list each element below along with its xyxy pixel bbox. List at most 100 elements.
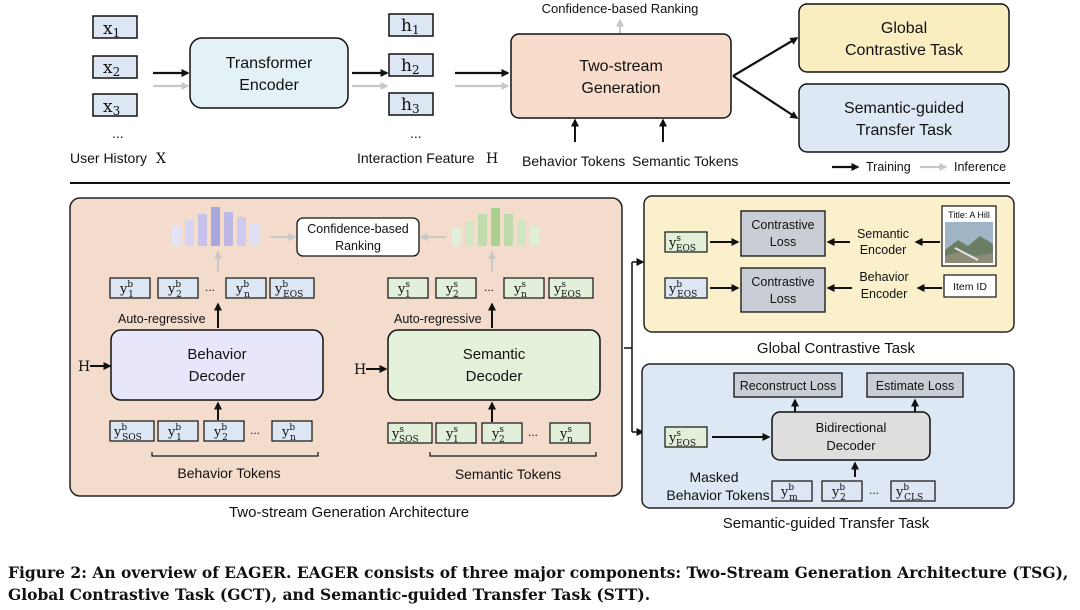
transformer-encoder-line2: Encoder: [239, 77, 299, 94]
semantic-decoder-box: [387, 329, 601, 401]
svg-text:ys2: ys2: [445, 280, 459, 300]
ranking-line1: Confidence-based: [307, 222, 409, 236]
eager-diagram: x1 x2 x3 ... User History X Transformer …: [69, 1, 1015, 532]
svg-text:yb2: yb2: [831, 483, 846, 503]
stt-title: Semantic-guided Transfer Task: [723, 515, 930, 532]
contrastive-loss-box-1: [740, 210, 826, 257]
svg-text:ysn: ysn: [513, 280, 527, 300]
svg-text:ybm: ybm: [780, 483, 798, 503]
token-h3: [388, 92, 434, 116]
global-task-line1: Global: [881, 20, 927, 37]
caption-line1: Figure 2: An overview of EAGER. EAGER co…: [8, 563, 1069, 582]
behavior-h-label: H: [78, 359, 90, 375]
behavior-decoder-box: [110, 329, 324, 401]
confidence-ranking-box: [296, 217, 420, 257]
masked-line2: Behavior Tokens: [666, 487, 769, 503]
interaction-feature-label: Interaction Feature: [357, 150, 475, 166]
figure-caption: Figure 2: An overview of EAGER. EAGER co…: [8, 562, 1078, 606]
svg-text:h1: h1: [401, 16, 420, 37]
user-history-label: User History: [70, 150, 147, 166]
semantic-h-label: H: [354, 362, 366, 378]
contrastive-loss-1-line2: Loss: [770, 235, 796, 249]
svg-text:h3: h3: [401, 95, 420, 116]
item-id-box: [943, 274, 997, 298]
token-x2: [92, 55, 138, 79]
two-stream-generation-box: [510, 33, 732, 119]
interaction-ellipsis: ...: [410, 125, 422, 141]
svg-text:h2: h2: [401, 56, 420, 77]
caption-line2: Global Contrastive Task (GCT), and Seman…: [8, 585, 651, 604]
user-history-group: x1 x2 x3 ... User History X: [70, 15, 166, 167]
behavior-encoder-line1: Behavior: [859, 270, 908, 284]
token-x3: [92, 93, 138, 117]
svg-text:yb1: yb1: [119, 280, 134, 300]
svg-text:...: ...: [250, 423, 260, 437]
confidence-ranking-label-top: Confidence-based Ranking: [542, 1, 699, 16]
svg-text:ybn: ybn: [281, 423, 296, 443]
token-x1: [92, 15, 138, 39]
svg-text:...: ...: [869, 483, 879, 497]
gct-eos-token-2: [664, 277, 708, 299]
behavior-tokens-label-top: Behavior Tokens: [522, 153, 625, 169]
gct-title: Global Contrastive Task: [757, 340, 916, 357]
global-task-line2: Contrastive Task: [845, 42, 964, 59]
semantic-task-line1: Semantic-guided: [844, 100, 964, 117]
semantic-autoregressive-label: Auto-regressive: [394, 312, 482, 326]
contrastive-loss-box-2: [740, 267, 826, 313]
estimate-loss-label: Estimate Loss: [876, 379, 955, 393]
behavior-tokens-bracket: [151, 452, 319, 457]
transformer-encoder-box: [189, 37, 349, 109]
semantic-decoder-line1: Semantic: [463, 346, 526, 363]
semantic-transfer-task-box: [798, 83, 1010, 153]
user-history-symbol: X: [156, 151, 166, 167]
semantic-decoder-line2: Decoder: [466, 368, 523, 385]
svg-text:ys2: ys2: [491, 425, 505, 445]
item-id-label: Item ID: [953, 281, 987, 293]
two-stream-line2: Generation: [581, 80, 660, 97]
bidirectional-decoder-line1: Bidirectional: [816, 420, 887, 435]
semantic-confidence-bars: [452, 208, 539, 246]
bidirectional-decoder-box: [771, 411, 931, 461]
ranking-line2: Ranking: [335, 239, 381, 253]
contrastive-loss-2-line1: Contrastive: [751, 275, 814, 289]
token-h2: [388, 53, 434, 77]
svg-text:x3: x3: [103, 97, 120, 118]
hill-photo: [945, 222, 993, 263]
svg-text:yb2: yb2: [167, 280, 182, 300]
behavior-decoder-line1: Behavior: [187, 346, 246, 363]
legend-inference-label: Inference: [954, 160, 1006, 174]
svg-text:ys1: ys1: [397, 280, 411, 300]
legend-training-label: Training: [866, 160, 911, 174]
behavior-decoder-line2: Decoder: [189, 368, 246, 385]
semantic-encoder-line1: Semantic: [857, 227, 909, 241]
tsg-title: Two-stream Generation Architecture: [229, 504, 469, 521]
behavior-confidence-bars: [172, 207, 259, 246]
token-h1: [388, 13, 434, 37]
user-history-ellipsis: ...: [112, 125, 124, 141]
bidirectional-decoder-line2: Decoder: [826, 438, 876, 453]
svg-text:...: ...: [205, 280, 215, 294]
semantic-task-line2: Transfer Task: [856, 122, 953, 139]
contrastive-loss-1-line1: Contrastive: [751, 218, 814, 232]
arrow-to-global: [732, 37, 799, 77]
reconstruct-loss-box: [733, 372, 843, 398]
semantic-tokens-bracket: [429, 452, 597, 457]
semantic-encoder-line2: Encoder: [860, 243, 907, 257]
behavior-autoregressive-label: Auto-regressive: [118, 312, 206, 326]
gct-panel: [643, 195, 1015, 333]
estimate-loss-box: [866, 372, 964, 398]
svg-text:ysn: ysn: [559, 425, 573, 445]
semantic-tokens-label-top: Semantic Tokens: [632, 153, 738, 169]
svg-text:x1: x1: [103, 19, 120, 40]
transformer-encoder-line1: Transformer: [226, 55, 313, 72]
interaction-feature-symbol: H: [486, 151, 498, 167]
arrow-to-semantic: [732, 75, 799, 119]
item-title: Title: A Hill: [948, 210, 990, 220]
svg-text:ys1: ys1: [445, 425, 459, 445]
two-stream-line1: Two-stream: [579, 58, 663, 75]
